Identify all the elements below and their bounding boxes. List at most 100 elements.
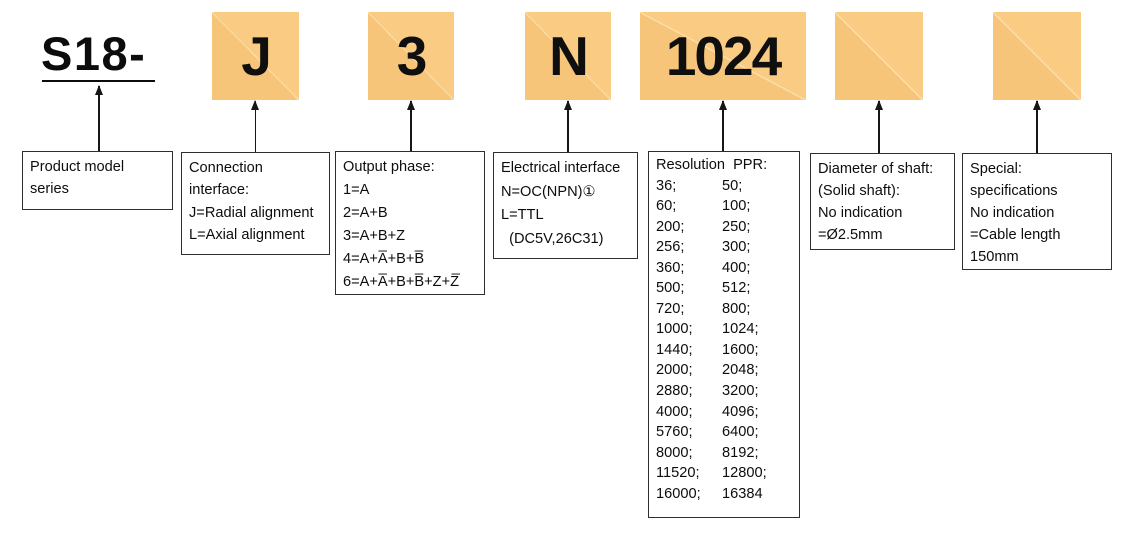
callout-line: Diameter of shaft: [818, 161, 934, 177]
resolution-value-right: 4096; [722, 403, 759, 420]
resolution-value-right: 400; [722, 259, 751, 276]
arrow-up-icon [719, 100, 726, 151]
callout-line: (DC5V,26C31) [501, 230, 604, 247]
resolution-value-left: 4000; [656, 403, 693, 420]
resolution-value-left: 1440; [656, 341, 693, 358]
arrow-up-icon [875, 100, 882, 153]
callout-line: 1=A [343, 182, 370, 198]
resolution-value-left: 500; [656, 280, 685, 297]
resolution-value-right: 50; [722, 177, 743, 194]
resolution-row: 200; 250; [656, 217, 794, 238]
callout-line: 6=A+A̅+B+B̅+Z+Z̅ [343, 274, 460, 290]
resolution-value-left: 11520; [656, 465, 700, 482]
callout-line: Output phase: [343, 159, 435, 175]
callout-line: =Cable length [970, 227, 1061, 243]
resolution-value-left: 60; [656, 198, 677, 215]
callout-product-model: Product model series [22, 151, 173, 210]
resolution-row: 1440; 1600; [656, 340, 794, 361]
resolution-value-right: 300; [722, 239, 751, 256]
callout-line: 150mm [970, 249, 1019, 265]
resolution-value-right: 1600; [722, 341, 759, 358]
callout-output-phase: Output phase: 1=A 2=A+B 3=A+B+Z 4=A+A̅+B+B̅ 6… [335, 151, 485, 295]
model-underline [42, 80, 155, 83]
resolution-value-right: 800; [722, 300, 751, 317]
callout-line: (Solid shaft): [818, 183, 900, 199]
arrow-up-icon [407, 100, 414, 151]
resolution-value-left: 360; [656, 259, 685, 276]
code-box-special [993, 12, 1081, 100]
resolution-title: Resolution PPR: [656, 157, 768, 173]
resolution-row: 2880; 3200; [656, 381, 794, 402]
callout-lines: Output phase: 1=A 2=A+B 3=A+B+Z 4=A+A̅+B+B̅ 6… [343, 156, 479, 294]
resolution-value-left: 8000; [656, 444, 693, 461]
resolution-value-right: 8192; [722, 444, 759, 461]
callout-line: Special: [970, 161, 1022, 177]
callout-lines: Diameter of shaft: (Solid shaft): No indic… [818, 158, 949, 246]
resolution-row: 16000; 16384 [656, 484, 794, 505]
arrow-up-icon [1033, 100, 1040, 153]
arrow-up-icon [95, 85, 102, 151]
callout-line: 3=A+B+Z [343, 228, 406, 244]
code-box-resolution: 1024 [640, 12, 806, 100]
callout-line: Connection [189, 160, 263, 176]
resolution-value-left: 16000; [656, 485, 701, 502]
callout-line: L=TTL [501, 207, 544, 223]
resolution-value-left: 2880; [656, 383, 693, 400]
resolution-value-right: 512; [722, 280, 751, 297]
resolution-rows: 36; 50; 60; 100; 200; 250; 256; 300; [656, 176, 794, 505]
resolution-value-right: 2048; [722, 362, 759, 379]
callout-line: No indication [970, 205, 1055, 221]
callout-resolution: Resolution PPR: 36; 50; 60; 100; 200; 25… [648, 151, 800, 518]
callout-line: 2=A+B [343, 205, 388, 221]
resolution-value-right: 12800; [722, 465, 767, 482]
resolution-row: 36; 50; [656, 176, 794, 197]
callout-line: N=OC(NPN)① [501, 183, 596, 200]
resolution-row: 360; 400; [656, 258, 794, 279]
callout-line: interface: [189, 182, 250, 199]
callout-line: J=Radial alignment [189, 204, 314, 221]
arrow-up-icon [564, 100, 571, 152]
code-box-output-phase: 3 [368, 12, 454, 100]
callout-shaft-diameter: Diameter of shaft: (Solid shaft): No indic… [810, 153, 955, 250]
resolution-value-left: 5760; [656, 424, 693, 441]
resolution-value-left: 256; [656, 239, 685, 256]
resolution-row: 720; 800; [656, 299, 794, 320]
callout-line: series [30, 181, 69, 198]
resolution-row: 256; 300; [656, 237, 794, 258]
code-box-electrical: N [525, 12, 611, 100]
model-prefix: S18- [41, 27, 147, 80]
callout-line: Product model [30, 159, 125, 175]
resolution-row: 4000; 4096; [656, 402, 794, 423]
resolution-value-right: 1024; [722, 321, 759, 338]
callout-line: Electrical interface [501, 160, 621, 176]
resolution-value-left: 2000; [656, 362, 693, 379]
resolution-row: 11520; 12800; [656, 463, 794, 484]
resolution-row: 1000; 1024; [656, 319, 794, 340]
callout-line: L=Axial alignment [189, 227, 305, 244]
resolution-value-left: 1000; [656, 321, 693, 338]
callout-special: Special: specifications No indication =Cabl… [962, 153, 1112, 270]
resolution-value-left: 200; [656, 218, 685, 235]
code-box-connection: J [212, 12, 299, 100]
code-box-shaft-diameter [835, 12, 923, 100]
resolution-row: 8000; 8192; [656, 443, 794, 464]
callout-lines: Special: specifications No indication =Cabl… [970, 158, 1106, 268]
resolution-value-left: 720; [656, 300, 685, 317]
callout-lines: Product model series [30, 156, 167, 201]
resolution-row: 60; 100; [656, 196, 794, 217]
callout-line: specifications [970, 183, 1058, 199]
callout-line: 4=A+A̅+B+B̅ [343, 251, 425, 267]
resolution-value-right: 16384 [722, 485, 763, 502]
callout-line: No indication [818, 205, 903, 221]
resolution-value-right: 6400; [722, 424, 759, 441]
resolution-value-right: 100; [722, 198, 751, 215]
resolution-row: 2000; 2048; [656, 360, 794, 381]
resolution-row: 5760; 6400; [656, 422, 794, 443]
callout-line: =Ø2.5mm [818, 227, 883, 243]
resolution-value-right: 3200; [722, 383, 759, 400]
